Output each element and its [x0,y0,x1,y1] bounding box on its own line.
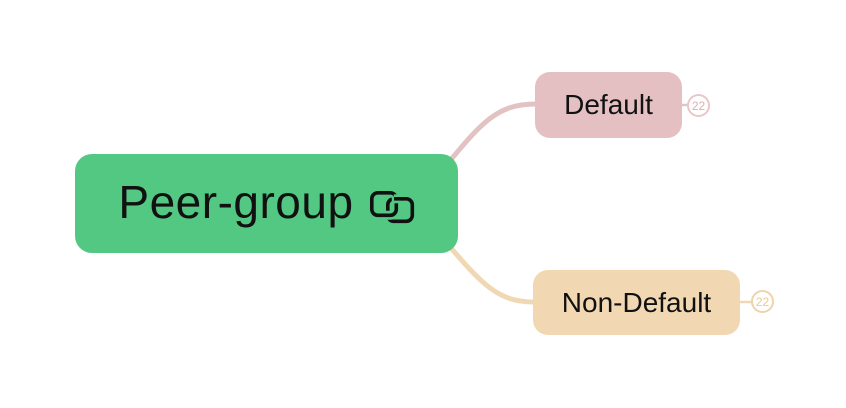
root-topic-peer-group[interactable]: Peer-group [75,154,458,253]
root-topic-label: Peer-group [118,175,354,228]
connector-nondefault [441,237,537,305]
topic-default-count: 22 [691,98,706,113]
topic-default-label: Default [564,89,653,120]
topic-non-default-label: Non-Default [561,286,712,318]
topic-non-default[interactable]: Non-Default [533,270,740,335]
topic-default[interactable]: Default [535,72,682,138]
topic-non-default-count-badge[interactable]: 22 [751,290,774,313]
topic-default-count-badge[interactable]: 22 [687,94,710,117]
linked-topics-icon[interactable] [368,189,415,224]
topic-non-default-count: 22 [755,294,770,309]
connector-default [441,101,539,171]
